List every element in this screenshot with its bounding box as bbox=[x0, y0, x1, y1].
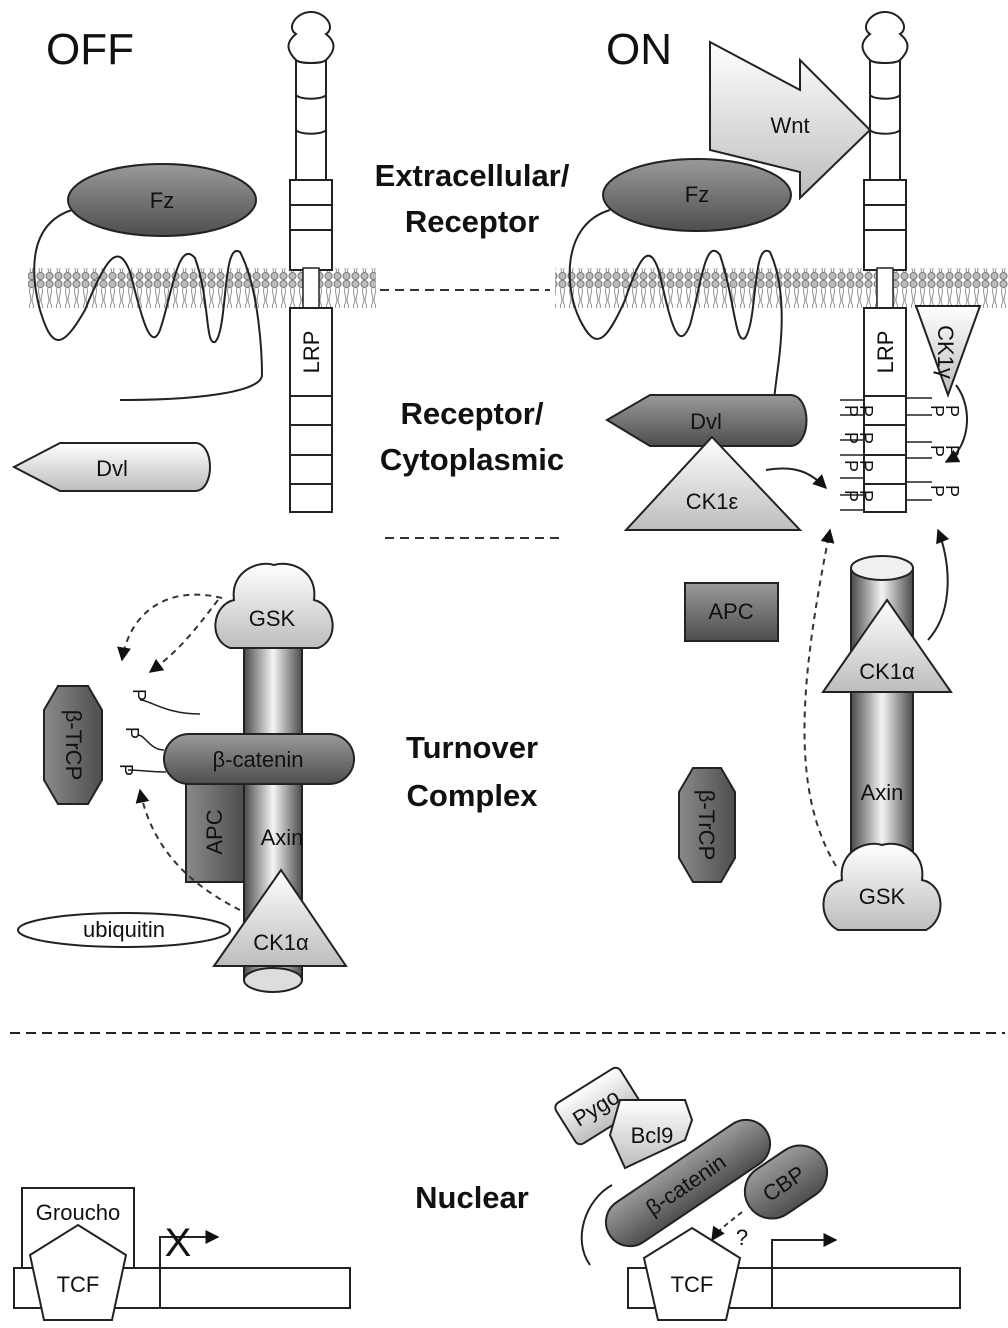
on-btrcp-label: β-TrCP bbox=[694, 790, 719, 861]
off-blocked-x: X bbox=[165, 1221, 192, 1265]
on-fz-label: Fz bbox=[685, 182, 709, 207]
off-fz-label: Fz bbox=[150, 188, 174, 213]
section-receptor-cytoplasmic-line2: Cytoplasmic bbox=[380, 442, 564, 477]
on-apc-label: APC bbox=[708, 599, 753, 624]
section-turnover-line2: Complex bbox=[407, 778, 539, 813]
off-btrcp-label: β-TrCP bbox=[61, 710, 86, 781]
on-p-right-2: P bbox=[942, 405, 962, 417]
on-btrcp: β-TrCP bbox=[679, 768, 735, 882]
off-transcription-blocked: X bbox=[160, 1221, 218, 1268]
on-axin-scaffold: Axin bbox=[851, 556, 913, 878]
on-gsk-arrow bbox=[804, 530, 836, 866]
off-apc-label: APC bbox=[202, 809, 227, 854]
off-gsk-label: GSK bbox=[249, 606, 296, 631]
off-p-2: P bbox=[122, 727, 142, 739]
on-question-mark: ? bbox=[736, 1225, 748, 1250]
on-dvl-label: Dvl bbox=[690, 409, 722, 434]
off-bcatenin: β-catenin P P P bbox=[116, 689, 354, 784]
on-lrp-phospho-right: P P P P P P bbox=[906, 398, 962, 500]
off-groucho-label: Groucho bbox=[36, 1200, 120, 1225]
on-gsk: GSK bbox=[823, 844, 940, 930]
on-wnt-label: Wnt bbox=[770, 113, 809, 138]
off-ck1a: CK1α bbox=[214, 870, 346, 966]
on-dvl: Dvl bbox=[607, 395, 807, 446]
on-tcf: TCF bbox=[644, 1228, 740, 1320]
off-panel-title: OFF bbox=[46, 25, 134, 74]
on-ck1a-label: CK1α bbox=[859, 659, 915, 684]
on-ck1e-label: CK1ε bbox=[686, 489, 739, 514]
on-p-left-2: P bbox=[856, 405, 876, 417]
on-axin-label: Axin bbox=[861, 780, 904, 805]
section-nuclear: Nuclear bbox=[415, 1180, 529, 1215]
on-lrp-label: LRP bbox=[873, 331, 898, 374]
on-ck1a-arrow bbox=[928, 530, 948, 640]
off-btrcp: β-TrCP bbox=[44, 686, 102, 804]
on-p-right-6: P bbox=[942, 485, 962, 497]
on-panel-title: ON bbox=[606, 25, 672, 74]
off-ck1a-label: CK1α bbox=[253, 930, 309, 955]
off-axin-label: Axin bbox=[261, 825, 304, 850]
on-apc: APC bbox=[685, 583, 778, 641]
on-p-left-4: P bbox=[856, 432, 876, 444]
on-ck1g: CK1γ bbox=[916, 306, 980, 462]
off-gsk-arrow-1 bbox=[122, 595, 222, 660]
on-ck1g-label: CK1γ bbox=[933, 325, 958, 379]
on-p-right-4: P bbox=[942, 445, 962, 457]
on-p-left-6: P bbox=[856, 460, 876, 472]
on-bcl9-label: Bcl9 bbox=[631, 1123, 674, 1148]
off-apc: APC bbox=[186, 780, 244, 882]
on-bcl9: Bcl9 bbox=[610, 1100, 692, 1168]
off-lrp-label: LRP bbox=[299, 331, 324, 374]
section-receptor-cytoplasmic-line1: Receptor/ bbox=[401, 396, 544, 431]
off-bcatenin-label: β-catenin bbox=[213, 747, 304, 772]
on-ck1a: CK1α bbox=[823, 600, 951, 692]
off-gsk-arrow-2 bbox=[150, 600, 218, 672]
section-extracellular-line1: Extracellular/ bbox=[375, 158, 570, 193]
off-lrp-receptor: LRP bbox=[289, 12, 334, 512]
off-dvl: Dvl bbox=[14, 443, 210, 491]
off-p-3: P bbox=[116, 764, 136, 776]
off-ubiquitin: ubiquitin bbox=[18, 913, 230, 947]
off-p-1: P bbox=[129, 689, 149, 701]
section-turnover-line1: Turnover bbox=[406, 730, 538, 765]
section-extracellular-line2: Receptor bbox=[405, 204, 539, 239]
on-ck1e-arrow bbox=[766, 468, 826, 488]
on-ck1e: CK1ε bbox=[626, 437, 800, 530]
off-tcf-label: TCF bbox=[57, 1272, 100, 1297]
off-gsk: GSK bbox=[215, 564, 332, 648]
on-gsk-label: GSK bbox=[859, 884, 906, 909]
off-dvl-label: Dvl bbox=[96, 456, 128, 481]
on-p-left-8: P bbox=[856, 490, 876, 502]
off-ubiquitin-label: ubiquitin bbox=[83, 917, 165, 942]
on-tcf-label: TCF bbox=[671, 1272, 714, 1297]
